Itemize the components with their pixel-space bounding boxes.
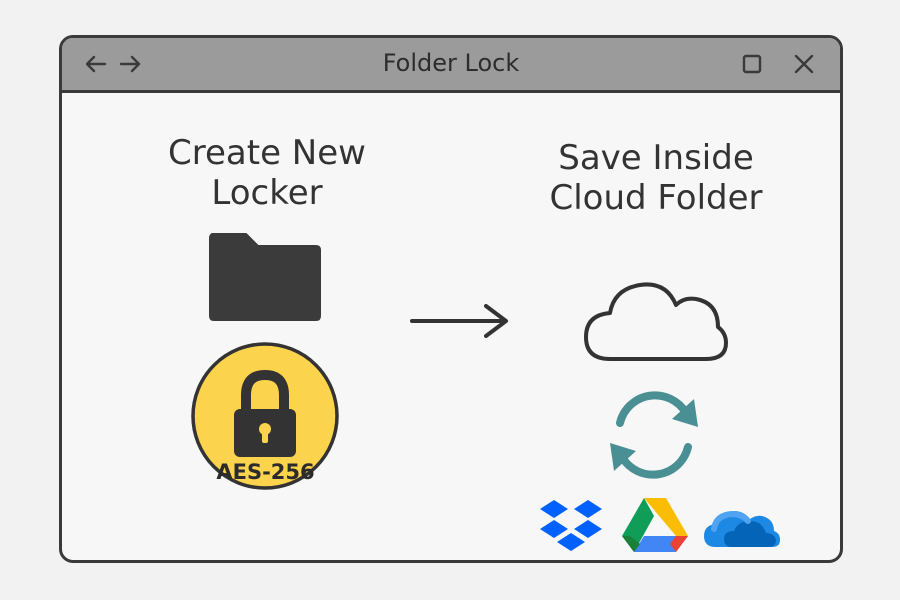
back-button[interactable] xyxy=(84,52,108,76)
aes-badge-label: AES-256 xyxy=(216,460,315,484)
maximize-button[interactable] xyxy=(739,51,765,77)
lock-icon xyxy=(234,369,296,457)
maximize-icon xyxy=(742,54,762,74)
forward-button[interactable] xyxy=(118,52,142,76)
title-bar: Folder Lock xyxy=(62,38,840,93)
arrow-left-icon xyxy=(85,55,107,73)
window-title: Folder Lock xyxy=(382,49,520,77)
save-cloud-heading: Save Inside Cloud Folder xyxy=(549,138,763,218)
main-content: Create New Locker AES-256 Save Inside Cl… xyxy=(62,93,840,560)
close-icon xyxy=(794,54,814,74)
close-button[interactable] xyxy=(791,51,817,77)
onedrive-icon xyxy=(704,510,780,547)
arrow-right-nav-icon xyxy=(119,55,141,73)
dropbox-icon xyxy=(540,500,602,551)
app-window: Folder Lock Create New Locker xyxy=(59,35,843,563)
arrow-right-icon xyxy=(410,304,508,338)
cloud-icon xyxy=(584,282,728,361)
google-drive-icon xyxy=(622,498,688,552)
create-locker-heading: Create New Locker xyxy=(168,133,366,213)
sync-icon xyxy=(610,391,698,479)
folder-icon xyxy=(209,233,321,321)
aes-badge xyxy=(191,342,339,490)
